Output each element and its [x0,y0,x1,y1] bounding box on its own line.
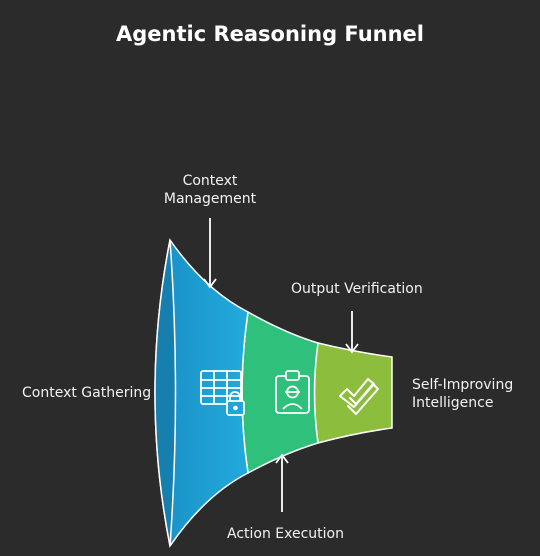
label-context-management-line1: Context [182,173,238,189]
label-self-improving-intelligence: Self-Improving Intelligence [412,376,513,412]
page-title: Agentic Reasoning Funnel [115,22,425,46]
funnel-rim [154,239,177,547]
label-self-improving-line2: Intelligence [412,395,494,411]
funnel-stage-self-improving [313,342,393,444]
arrow-action-execution [275,453,289,512]
label-output-verification: Output Verification [291,281,423,297]
label-action-execution: Action Execution [227,526,344,542]
table-lock-icon [200,370,245,416]
label-context-gathering: Context Gathering [22,385,152,401]
arrow-output-verification [345,311,359,354]
double-check-icon [339,378,379,415]
funnel-stage-action-execution [241,310,319,475]
arrow-context-management [203,218,217,289]
agent-badge-icon [275,370,310,414]
label-context-management: Context Management [150,172,270,208]
label-context-management-line2: Management [163,191,257,207]
label-self-improving-line1: Self-Improving [412,377,514,393]
